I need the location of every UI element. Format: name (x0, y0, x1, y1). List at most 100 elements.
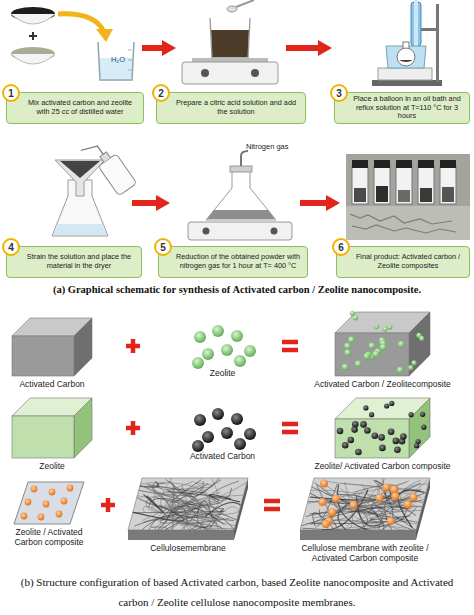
material-label: Activated Carbon (178, 451, 268, 461)
particle-cluster: Zeolite (190, 325, 255, 365)
step-number: 3 (330, 84, 348, 102)
shape-part (61, 498, 68, 505)
hotplate-stirrer (182, 0, 278, 84)
shape-part (363, 405, 368, 410)
shape-part (161, 478, 235, 529)
step-label-box: Final product: Activated carbon / Zeolit… (336, 246, 470, 278)
shape-part (391, 492, 399, 500)
shape-part (43, 501, 50, 508)
water-beaker (98, 42, 134, 80)
callout-number: 6 (338, 242, 344, 253)
product-photo (440, 160, 456, 168)
shape-part (375, 494, 383, 502)
shape-part (342, 364, 349, 371)
hotplate-stirrer (201, 69, 209, 77)
plus-equals-sign (264, 501, 280, 509)
shape-part (380, 344, 387, 351)
powder-bowls (11, 7, 55, 64)
plus-equals-sign (101, 498, 115, 512)
material-label: Activated Carbon / Zeolitecomposite (303, 379, 463, 389)
shape-outline (128, 478, 248, 540)
shape-outline (14, 482, 84, 524)
formula-label: H₂O (101, 55, 135, 64)
product-photo (396, 160, 412, 168)
shape-part (322, 490, 413, 521)
shape-part (363, 512, 427, 524)
material-label: Cellulose membrane with zeolite / Activa… (285, 543, 445, 563)
shape-part (353, 315, 358, 320)
shape-part (355, 449, 362, 456)
material-block: Zeolite/ Activated Carbon composite (335, 398, 430, 458)
plus-equals-sign (282, 342, 298, 350)
reflux-setup (386, 46, 426, 68)
step-label-box: Reduction of the obtained powder with ni… (158, 246, 308, 278)
shape-part (153, 532, 197, 534)
step-number: 2 (152, 84, 170, 102)
hotplate-stirrer (182, 62, 278, 84)
product-photo (352, 166, 368, 204)
callout-number: 3 (336, 88, 342, 99)
process-arrow (286, 45, 320, 51)
composite-sheet: Zeolite / Activated Carbon composite (14, 482, 84, 524)
shape-part (335, 333, 409, 376)
material-label: Cellulosemembrane (128, 543, 248, 553)
filtration-setup (100, 152, 111, 162)
fiber-mesh (129, 478, 249, 540)
shape-part (189, 526, 222, 532)
filtration-setup (55, 160, 105, 196)
shape-part (420, 412, 425, 417)
shape-part (128, 530, 234, 540)
hotplate-stirrer (227, 6, 237, 12)
shape-part (128, 478, 248, 530)
shape-part (398, 341, 405, 348)
material-label: Zeolite (0, 461, 107, 471)
water-beaker (98, 42, 134, 80)
shape-part (322, 520, 330, 528)
shape-part (373, 351, 380, 358)
reflux-setup (414, 0, 418, 50)
material-label: Zeolite / Activated Carbon composite (1, 527, 97, 547)
panel-caption: (b) Structure configuration of based Act… (8, 572, 466, 612)
step-description: Mix activated carbon and zeolite with 25… (21, 99, 139, 117)
shape-part (304, 526, 410, 540)
shape-part (74, 318, 92, 376)
shape-part (56, 511, 63, 518)
product-photo (398, 190, 410, 202)
product-photo (350, 214, 456, 233)
step-description: Place a balloon in an oil bath and reflu… (349, 95, 465, 122)
shape-part (314, 520, 369, 529)
process-arrow (162, 40, 176, 56)
step-description: Prepare a citric acid solution and add t… (171, 99, 301, 117)
filtration-setup (60, 161, 100, 178)
nitrogen-reduction-setup (188, 222, 292, 240)
shape-part (135, 515, 215, 538)
yellow-curved-arrow (96, 29, 113, 42)
product-photo (396, 166, 412, 204)
powder-bowls (11, 14, 55, 24)
shape-part (372, 432, 379, 439)
shape-part (231, 413, 243, 425)
shape-part (409, 412, 414, 417)
callout-number: 5 (160, 242, 166, 253)
shape-outline (300, 478, 430, 540)
filtration-setup (53, 224, 107, 235)
step-label-box: Prepare a citric acid solution and add t… (156, 92, 306, 124)
shape-part (414, 443, 419, 448)
shape-part (74, 398, 92, 458)
product-photo (420, 188, 432, 202)
shape-part (404, 500, 412, 508)
step-label-box: Mix activated carbon and zeolite with 25… (6, 92, 144, 124)
shape-part (382, 327, 387, 332)
process-arrow (326, 195, 340, 211)
material-block: Activated Carbon / Zeolitecomposite (335, 312, 430, 376)
shape-part (192, 357, 204, 369)
product-photo (346, 154, 470, 240)
shape-part (379, 445, 386, 452)
filtration-setup (81, 141, 103, 163)
step-label-box: Strain the solution and place the materi… (6, 246, 142, 278)
shape-part (400, 433, 407, 440)
nitrogen-reduction-setup (188, 151, 292, 240)
material-label: Zeolite (178, 368, 268, 378)
shape-part (244, 428, 256, 440)
shape-part (208, 507, 244, 532)
